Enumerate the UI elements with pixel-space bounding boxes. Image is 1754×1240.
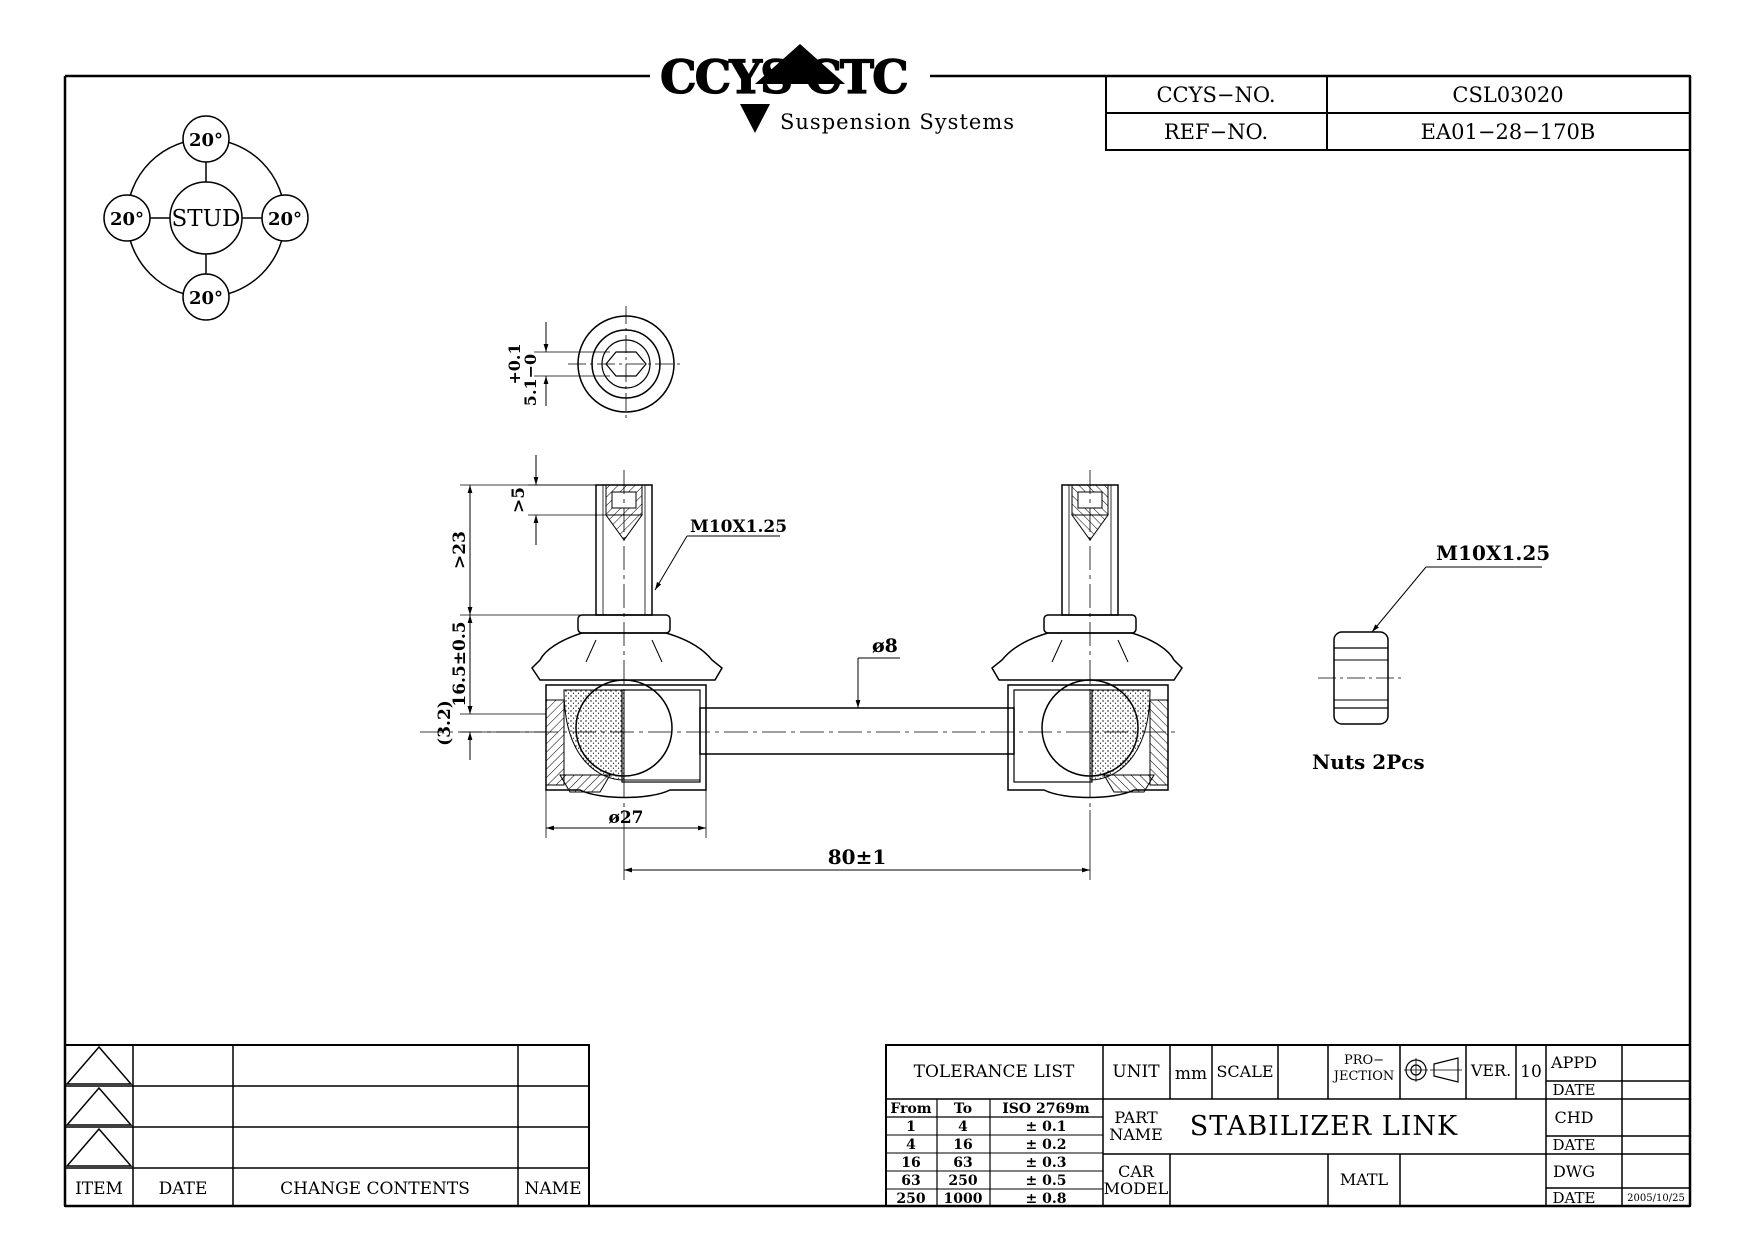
ccys-no-value: CSL03020 <box>1452 83 1563 107</box>
projection-label-1: PRO− <box>1344 1053 1384 1068</box>
appd-label: APPD <box>1550 1053 1597 1072</box>
dwg-label: DWG <box>1553 1162 1595 1181</box>
company-logo: CCYS CTC Suspension Systems <box>659 44 1015 134</box>
tolerance-cell: 4 <box>906 1137 916 1153</box>
angle-top: 20° <box>189 130 223 151</box>
ver-value: 10 <box>1520 1062 1542 1082</box>
left-ball-joint <box>531 470 723 810</box>
tolerance-grid: From To ISO 2769m 1 4 ± 0.1 4 16 ± 0.2 16 63 ± 0.3 6… <box>890 1101 1090 1207</box>
ball-diameter: ø27 <box>609 808 644 828</box>
revision-triangle-icon <box>65 1127 133 1167</box>
scale-label: SCALE <box>1216 1062 1273 1081</box>
ver-label: VER. <box>1470 1061 1511 1080</box>
tolerance-cell: ± 0.8 <box>1026 1191 1067 1207</box>
nut-view: M10X1.25 Nuts 2Pcs <box>1312 541 1550 774</box>
unit-label: UNIT <box>1112 1062 1160 1082</box>
col-item: ITEM <box>75 1179 123 1199</box>
hex-tol-top: +0.1 <box>505 343 524 384</box>
tolerance-cell: 4 <box>958 1119 968 1135</box>
part-name-value: STABILIZER LINK <box>1190 1111 1458 1142</box>
rod-diameter: ø8 <box>872 635 898 657</box>
right-ball-joint <box>991 470 1183 810</box>
logo-triangle-icon <box>755 44 845 84</box>
revision-triangle-icon <box>65 1086 133 1126</box>
title-block: TOLERANCE LIST From To ISO 2769m 1 4 ± 0.1 4 16… <box>885 1044 1691 1207</box>
col-change-contents: CHANGE CONTENTS <box>280 1179 470 1199</box>
tolerance-cell: 250 <box>896 1191 925 1207</box>
tolerance-cell: 16 <box>901 1155 920 1171</box>
thread-callout-left: M10X1.25 <box>690 517 787 537</box>
car-model-label-1: CAR <box>1118 1162 1155 1181</box>
part-name-label-2: NAME <box>1109 1125 1163 1144</box>
tolerance-header: To <box>954 1101 972 1117</box>
hex-socket-view: +0.1 5.1−0 <box>505 306 684 420</box>
tolerance-cell: ± 0.5 <box>1026 1173 1067 1189</box>
header-table: CCYS−NO. CSL03020 REF−NO. EA01−28−170B <box>1105 75 1691 151</box>
revision-triangle-icon <box>65 1045 133 1085</box>
tolerance-cell: 250 <box>948 1173 977 1189</box>
tolerance-title: TOLERANCE LIST <box>914 1062 1075 1082</box>
tolerance-cell: 63 <box>901 1173 920 1189</box>
angle-left: 20° <box>110 209 144 230</box>
projection-symbol-icon <box>1404 1057 1462 1083</box>
stabilizer-link-view: >5 >23 16.5±0.5 (3.2) M10X1.25 ø8 ø27 <box>420 455 1183 880</box>
car-model-label-2: MODEL <box>1104 1179 1169 1198</box>
tolerance-header: ISO 2769m <box>1002 1101 1090 1117</box>
nut-quantity-note: Nuts 2Pcs <box>1312 750 1425 774</box>
nut-thread-callout: M10X1.25 <box>1436 541 1550 565</box>
tolerance-cell: 1000 <box>944 1191 983 1207</box>
dim-offset: (3.2) <box>435 700 455 746</box>
logo-arrow-icon <box>740 104 770 133</box>
projection-label-2: JECTION <box>1332 1069 1395 1084</box>
tolerance-cell: 1 <box>906 1119 916 1135</box>
matl-label: MATL <box>1340 1170 1389 1189</box>
dim-height: 16.5±0.5 <box>450 621 470 706</box>
center-rod <box>699 707 1015 755</box>
stud-angle-diagram: STUD 20° 20° 20° 20° <box>103 115 309 321</box>
part-name-label-1: PART <box>1114 1108 1158 1127</box>
col-date: DATE <box>159 1179 208 1199</box>
ccys-no-label: CCYS−NO. <box>1156 83 1275 107</box>
dwg-date-label: DATE <box>1553 1189 1596 1207</box>
dim-gt5: >5 <box>509 487 529 513</box>
ref-no-label: REF−NO. <box>1164 120 1268 144</box>
logo-subtitle: Suspension Systems <box>780 110 1015 134</box>
angle-right: 20° <box>268 209 302 230</box>
tolerance-header: From <box>890 1101 931 1117</box>
col-name: NAME <box>525 1179 582 1199</box>
tolerance-cell: 63 <box>953 1155 972 1171</box>
unit-value: mm <box>1175 1064 1207 1084</box>
hex-tol-value: 5.1−0 <box>521 354 540 406</box>
change-history-table: ITEM DATE CHANGE CONTENTS NAME <box>64 1044 590 1207</box>
appd-date-label: DATE <box>1553 1081 1596 1099</box>
tolerance-cell: 16 <box>953 1137 972 1153</box>
dim-gt23: >23 <box>450 531 470 569</box>
chd-label: CHD <box>1554 1108 1593 1127</box>
dwg-date-value: 2005/10/25 <box>1627 1193 1685 1204</box>
chd-date-label: DATE <box>1553 1136 1596 1154</box>
stud-label: STUD <box>172 206 241 232</box>
ref-no-value: EA01−28−170B <box>1421 120 1596 144</box>
tolerance-cell: ± 0.1 <box>1026 1119 1067 1135</box>
angle-bottom: 20° <box>189 288 223 309</box>
center-length: 80±1 <box>828 845 887 869</box>
tolerance-cell: ± 0.3 <box>1026 1155 1067 1171</box>
tolerance-cell: ± 0.2 <box>1026 1137 1067 1153</box>
